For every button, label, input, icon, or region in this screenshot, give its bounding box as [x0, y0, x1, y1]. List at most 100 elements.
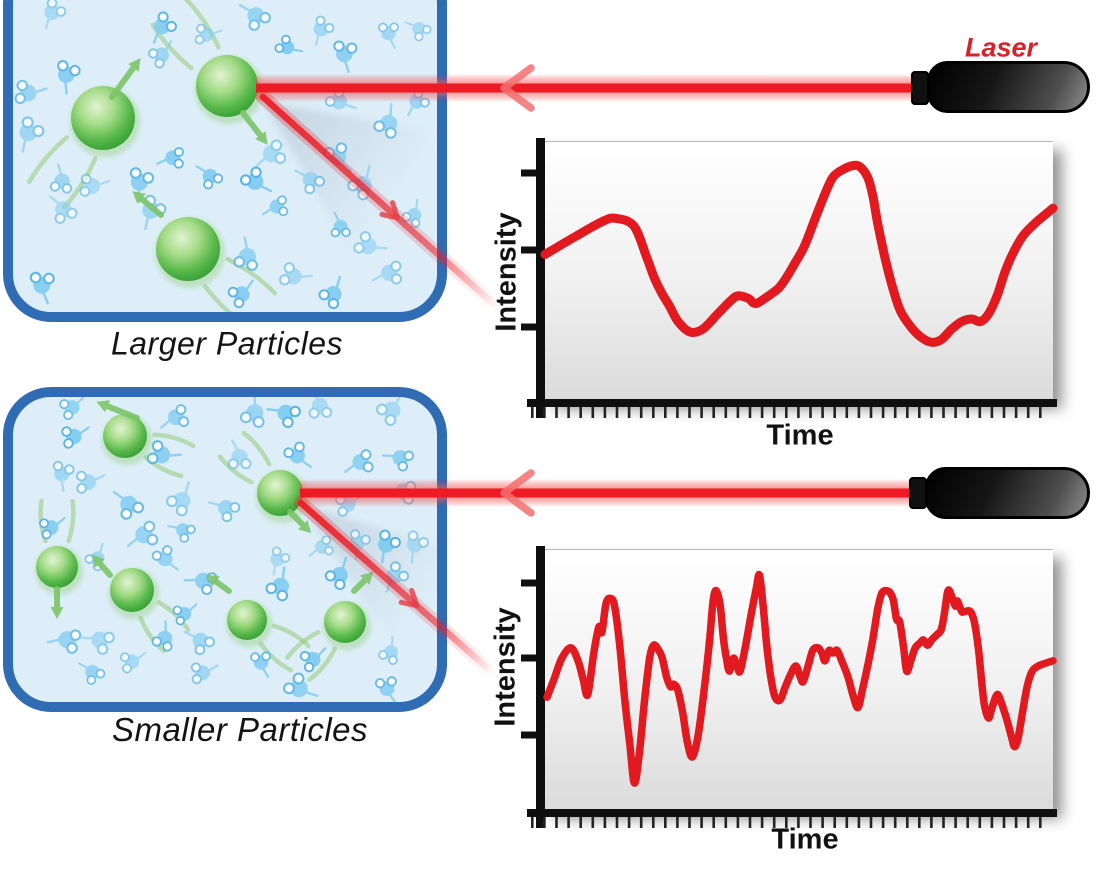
x-axis-tick [676, 407, 679, 418]
x-axis-tick [543, 817, 546, 828]
x-axis-tick [760, 407, 764, 418]
x-axis-tick [748, 407, 752, 418]
x-axis-tick [748, 817, 752, 828]
x-axis-tick [893, 407, 897, 418]
x-axis-tick [954, 817, 957, 828]
x-axis-tick [555, 817, 558, 828]
x-axis-tick [966, 407, 969, 418]
y-axis [536, 546, 545, 828]
x-axis-tick [785, 407, 788, 418]
y-axis-tick [521, 579, 536, 587]
intensity-plot-smaller [545, 549, 1053, 810]
x-axis-tick [845, 407, 849, 418]
x-axis-tick [567, 407, 570, 418]
x-axis [527, 809, 1057, 817]
x-axis-tick [893, 817, 897, 828]
x-axis-tick [567, 817, 570, 828]
x-axis-tick [930, 817, 933, 828]
x-axis-tick [579, 817, 582, 828]
intensity-plot-larger [545, 141, 1053, 400]
x-axis-tick [942, 407, 945, 418]
x-axis-tick [942, 817, 945, 828]
x-axis-tick [966, 817, 969, 828]
x-axis-tick [772, 407, 776, 418]
x-axis-tick [881, 407, 885, 418]
x-axis-tick [1014, 407, 1018, 418]
x-axis-tick [978, 817, 982, 828]
x-axis-tick [918, 817, 921, 828]
x-axis-tick [1002, 407, 1006, 418]
laser-label: Laser [964, 32, 1038, 63]
x-axis-tick [930, 407, 933, 418]
smaller-particles-label: Smaller Particles [111, 711, 369, 748]
x-axis-tick [797, 407, 800, 418]
x-axis-tick [1014, 817, 1018, 828]
x-axis-tick [760, 817, 764, 828]
x-axis-label-larger: Time [766, 419, 834, 452]
y-axis-tick [521, 731, 536, 739]
x-axis-tick [712, 407, 715, 418]
x-axis-tick [627, 817, 631, 828]
larger-particles-container [3, 0, 447, 322]
x-axis-tick [881, 817, 885, 828]
y-axis [536, 138, 545, 418]
x-axis-tick [639, 407, 643, 418]
x-axis-tick [627, 407, 631, 418]
x-axis-tick [579, 407, 582, 418]
x-axis-tick [664, 407, 667, 418]
x-axis-tick [639, 817, 643, 828]
x-axis-tick [615, 817, 619, 828]
x-axis-tick [869, 817, 873, 828]
x-axis-tick [603, 817, 607, 828]
x-axis-tick [1039, 817, 1042, 828]
x-axis-tick [531, 817, 534, 828]
x-axis-tick [543, 407, 546, 418]
x-axis-tick [906, 407, 909, 418]
x-axis-tick [531, 407, 534, 418]
beam-direction-chevron [500, 469, 535, 517]
x-axis-tick [688, 817, 691, 828]
x-axis [527, 399, 1057, 407]
x-axis-tick [603, 407, 607, 418]
x-axis-tick [821, 407, 824, 418]
x-axis-tick [555, 407, 558, 418]
laser-device-top [927, 61, 1090, 113]
x-axis-tick [918, 407, 921, 418]
x-axis-tick [833, 407, 836, 418]
x-axis-label-smaller: Time [771, 823, 839, 856]
x-axis-tick [652, 817, 655, 828]
x-axis-tick [809, 407, 812, 418]
y-axis-tick [521, 169, 536, 177]
x-axis-tick [724, 407, 728, 418]
x-axis-tick [712, 817, 715, 828]
x-axis-tick [724, 817, 728, 828]
x-axis-tick [869, 407, 873, 418]
x-axis-tick [700, 407, 703, 418]
x-axis-tick [990, 817, 994, 828]
laser-device-bottom [925, 467, 1090, 519]
x-axis-tick [1039, 407, 1042, 418]
x-axis-tick [1026, 407, 1030, 418]
x-axis-tick [978, 407, 982, 418]
x-axis-tick [736, 407, 740, 418]
beam-direction-chevron [500, 64, 535, 112]
x-axis-tick [736, 817, 740, 828]
x-axis-tick [1002, 817, 1006, 828]
x-axis-tick [845, 817, 849, 828]
y-axis-label-larger: Intensity [490, 212, 523, 332]
x-axis-tick [676, 817, 679, 828]
larger-particles-label: Larger Particles [110, 325, 344, 362]
x-axis-tick [652, 407, 655, 418]
smaller-particles-container [3, 387, 447, 712]
y-axis-label-smaller: Intensity [489, 607, 522, 727]
x-axis-tick [906, 817, 909, 828]
x-axis-tick [1026, 817, 1030, 828]
x-axis-tick [954, 407, 957, 418]
x-axis-tick [664, 817, 667, 828]
x-axis-tick [591, 817, 595, 828]
x-axis-tick [591, 407, 595, 418]
x-axis-tick [990, 407, 994, 418]
x-axis-tick [857, 407, 861, 418]
x-axis-tick [700, 817, 703, 828]
